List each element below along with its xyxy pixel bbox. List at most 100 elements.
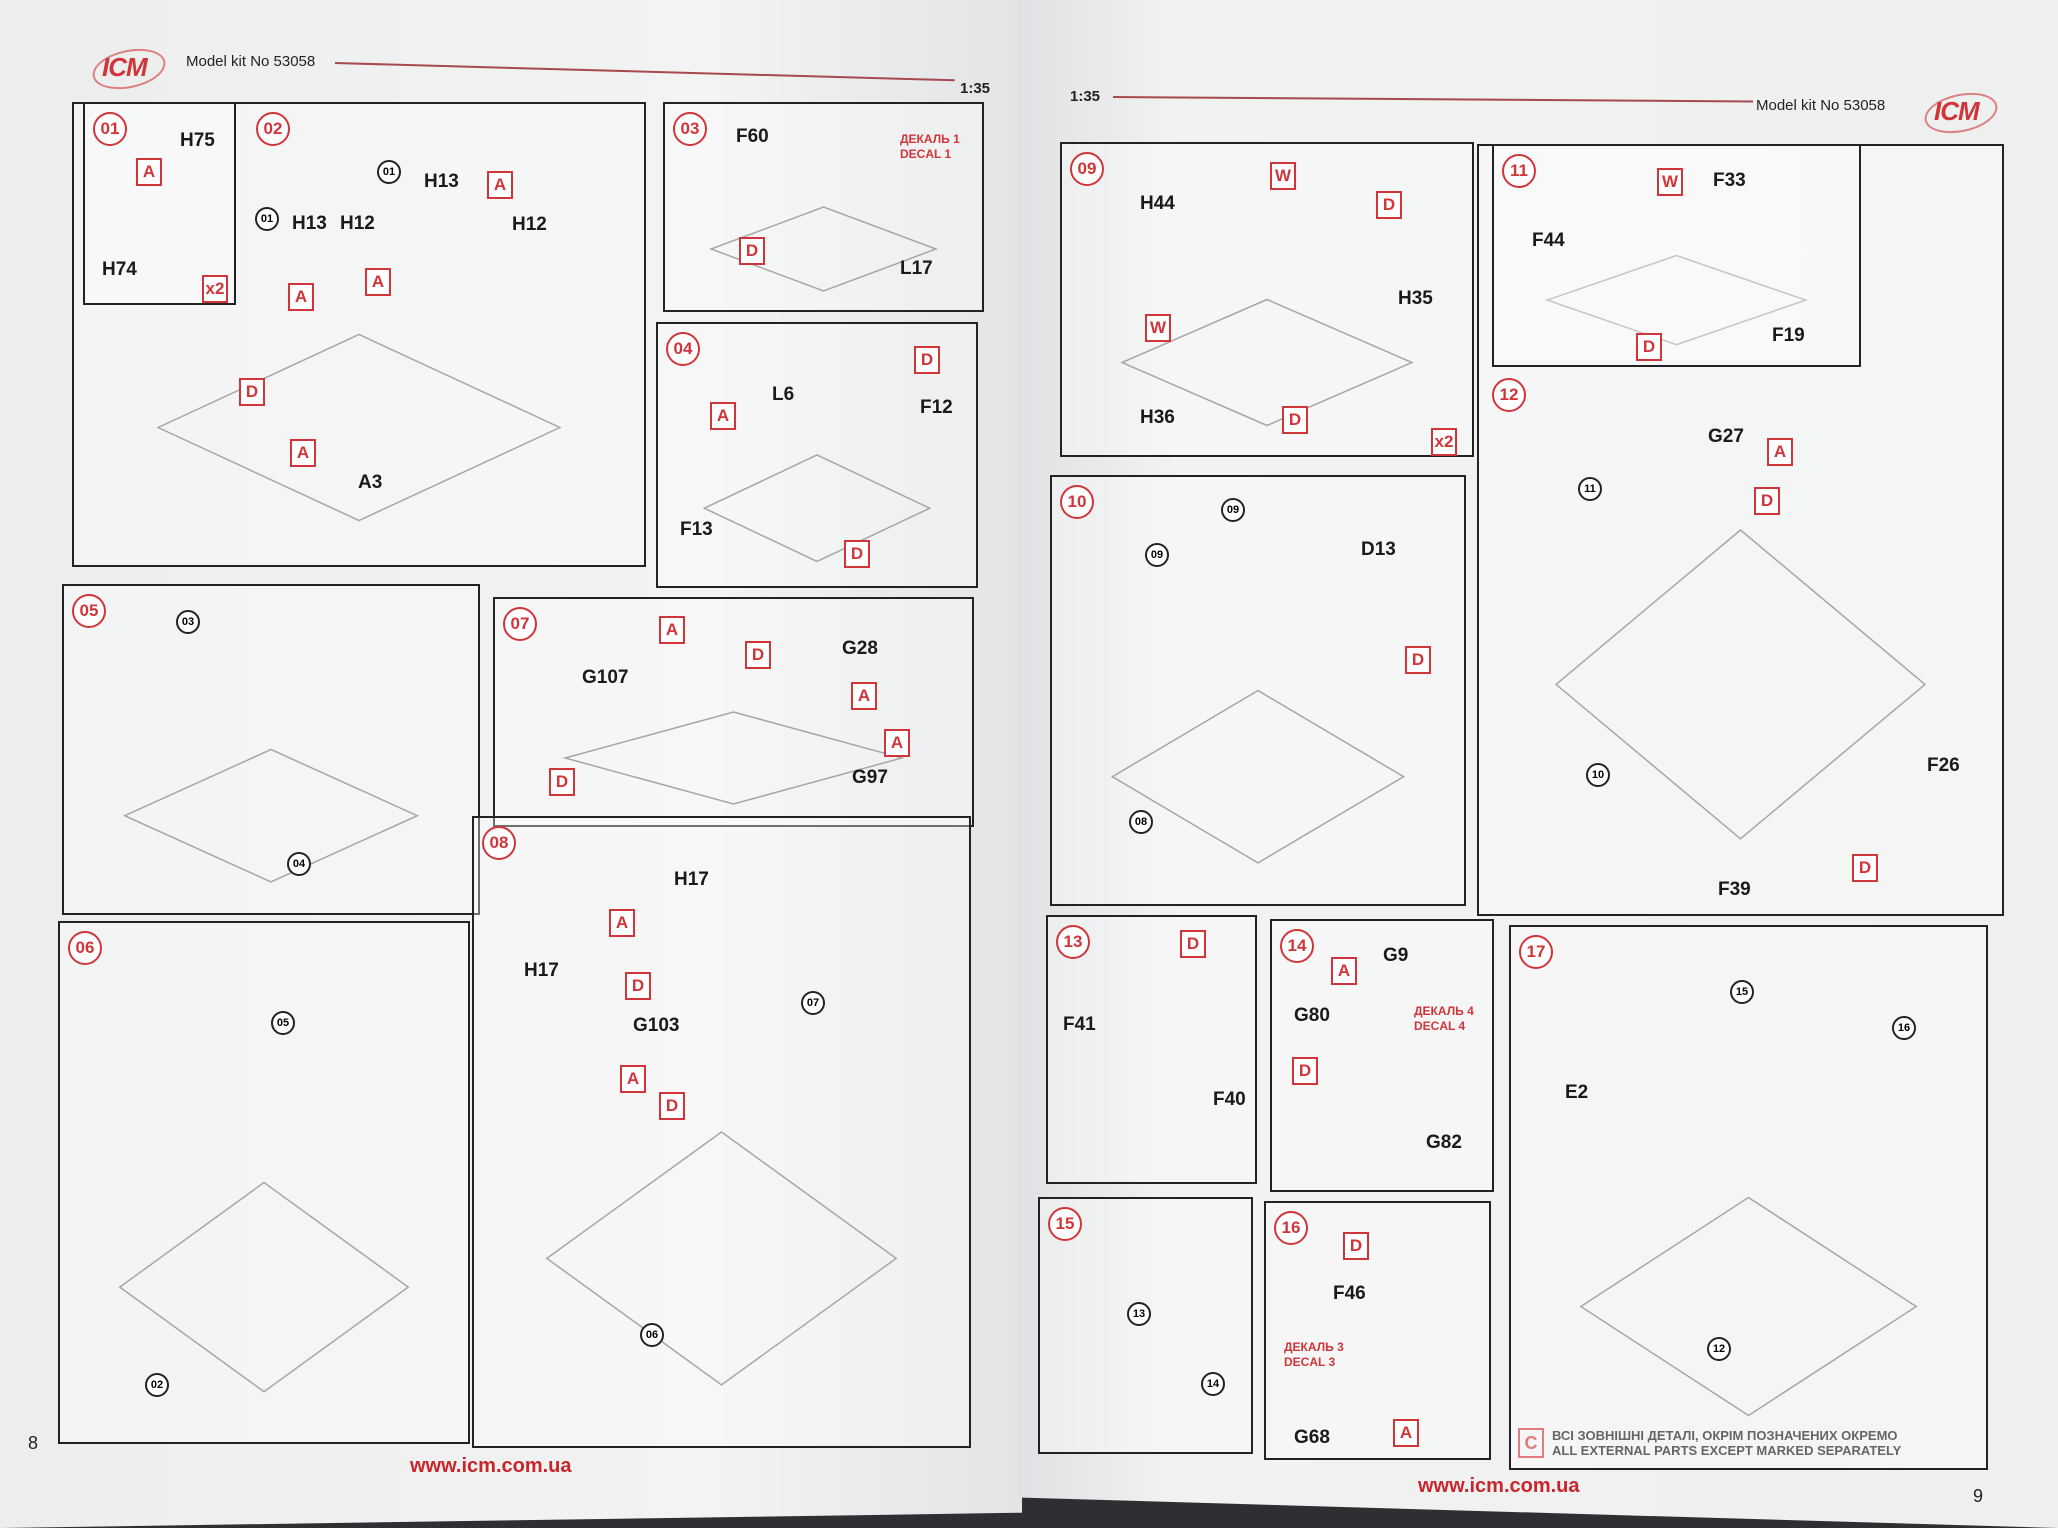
step-06-panel — [58, 921, 470, 1444]
part-label: F60 — [736, 126, 769, 147]
step-05-panel — [62, 584, 480, 915]
step-reference: 16 — [1892, 1016, 1916, 1040]
glue-marker: A — [609, 909, 635, 937]
part-label: G68 — [1294, 1427, 1330, 1448]
glue-marker: D — [1292, 1057, 1318, 1085]
glue-marker: D — [659, 1092, 685, 1120]
step-14-panel — [1270, 919, 1494, 1192]
step-number-02: 02 — [256, 112, 290, 146]
step-13-panel — [1046, 915, 1257, 1184]
glue-marker: A — [365, 268, 391, 296]
glue-marker: A — [851, 682, 877, 710]
part-label: H17 — [674, 869, 709, 890]
part-label: A3 — [358, 472, 383, 493]
part-label: F13 — [680, 519, 713, 540]
part-label: H35 — [1398, 288, 1433, 309]
step-16-panel — [1264, 1201, 1491, 1460]
step-reference: 03 — [176, 610, 200, 634]
step-reference: 05 — [271, 1011, 295, 1035]
glue-marker: D — [1852, 854, 1878, 882]
glue-marker: A — [290, 439, 316, 467]
decal-label: ДЕКАЛЬ 4 DECAL 4 — [1414, 1004, 1474, 1033]
note-line-en: ALL EXTERNAL PARTS EXCEPT MARKED SEPARAT… — [1552, 1443, 1902, 1458]
step-reference: 09 — [1145, 543, 1169, 567]
part-label: F44 — [1532, 230, 1565, 251]
icm-logo: ICM — [1934, 96, 1980, 126]
step-number-06: 06 — [68, 931, 102, 965]
step-reference: 10 — [1586, 763, 1610, 787]
glue-marker: A — [884, 729, 910, 757]
step-reference: 08 — [1129, 810, 1153, 834]
step-number-08: 08 — [482, 826, 516, 860]
glue-marker: x2 — [202, 275, 228, 303]
part-label: G27 — [1708, 426, 1744, 447]
step-reference: 04 — [287, 852, 311, 876]
glue-marker: A — [487, 171, 513, 199]
step-number-04: 04 — [666, 332, 700, 366]
page-number: 9 — [1973, 1486, 1984, 1506]
note-line-ua: ВСІ ЗОВНІШНІ ДЕТАЛІ, ОКРІМ ПОЗНАЧЕНИХ ОК… — [1552, 1428, 1898, 1443]
part-label: G107 — [582, 667, 629, 688]
glue-marker: D — [1343, 1232, 1369, 1260]
part-label: H36 — [1140, 407, 1175, 428]
part-label: G82 — [1426, 1132, 1462, 1153]
glue-marker: D — [549, 768, 575, 796]
glue-marker: A — [710, 402, 736, 430]
part-label: F40 — [1213, 1089, 1246, 1110]
glue-marker: D — [1376, 191, 1402, 219]
scale-label: 1:35 — [960, 80, 991, 97]
step-08-panel — [472, 816, 971, 1448]
part-label: F19 — [1772, 325, 1805, 346]
step-number-07: 07 — [503, 607, 537, 641]
part-label: G103 — [633, 1015, 680, 1036]
website-url: www.icm.com.ua — [1418, 1475, 1580, 1497]
glue-marker: W — [1657, 168, 1683, 196]
step-reference: 15 — [1730, 980, 1754, 1004]
part-label: E2 — [1565, 1082, 1589, 1103]
part-label: F12 — [920, 397, 953, 418]
page-number: 8 — [28, 1433, 39, 1453]
part-label: H17 — [524, 960, 559, 981]
external-parts-note: C ВСІ ЗОВНІШНІ ДЕТАЛІ, ОКРІМ ПОЗНАЧЕНИХ … — [1518, 1428, 1901, 1458]
part-label: L6 — [772, 384, 795, 405]
icm-logo: ICM — [102, 52, 148, 82]
part-label: F39 — [1718, 879, 1751, 900]
step-15-panel — [1038, 1197, 1253, 1454]
glue-marker: D — [844, 540, 870, 568]
glue-marker: D — [625, 972, 651, 1000]
header-rule — [334, 62, 955, 82]
part-label: F46 — [1333, 1283, 1366, 1304]
step-number-05: 05 — [72, 594, 106, 628]
part-label: G9 — [1383, 945, 1409, 966]
step-number-14: 14 — [1280, 929, 1314, 963]
decal-label: ДЕКАЛЬ 3 DECAL 3 — [1284, 1340, 1344, 1369]
step-reference: 06 — [640, 1323, 664, 1347]
glue-marker: A — [1393, 1419, 1419, 1447]
glue-marker: D — [1405, 646, 1431, 674]
decal-label: ДЕКАЛЬ 1 DECAL 1 — [900, 132, 960, 161]
step-reference: 14 — [1201, 1372, 1225, 1396]
scale-label: 1:35 — [1070, 88, 1101, 105]
glue-marker: W — [1145, 314, 1171, 342]
step-reference: 02 — [145, 1373, 169, 1397]
website-url: www.icm.com.ua — [410, 1455, 572, 1477]
glue-marker: D — [914, 346, 940, 374]
glue-marker: D — [1636, 333, 1662, 361]
step-number-17: 17 — [1519, 935, 1553, 969]
glue-marker: D — [1282, 406, 1308, 434]
step-number-01: 01 — [93, 112, 127, 146]
step-reference: 07 — [801, 991, 825, 1015]
kit-number: Model kit No 53058 — [186, 53, 316, 70]
part-label: G28 — [842, 638, 878, 659]
step-reference: 12 — [1707, 1337, 1731, 1361]
step-reference: 11 — [1578, 477, 1602, 501]
step-17-panel — [1509, 925, 1988, 1470]
part-label: H13 — [292, 213, 327, 234]
step-number-12: 12 — [1492, 378, 1526, 412]
step-number-13: 13 — [1056, 925, 1090, 959]
glue-marker: A — [136, 158, 162, 186]
glue-marker: A — [620, 1065, 646, 1093]
glue-marker: W — [1270, 162, 1296, 190]
part-label: G80 — [1294, 1005, 1330, 1026]
glue-marker: A — [659, 616, 685, 644]
